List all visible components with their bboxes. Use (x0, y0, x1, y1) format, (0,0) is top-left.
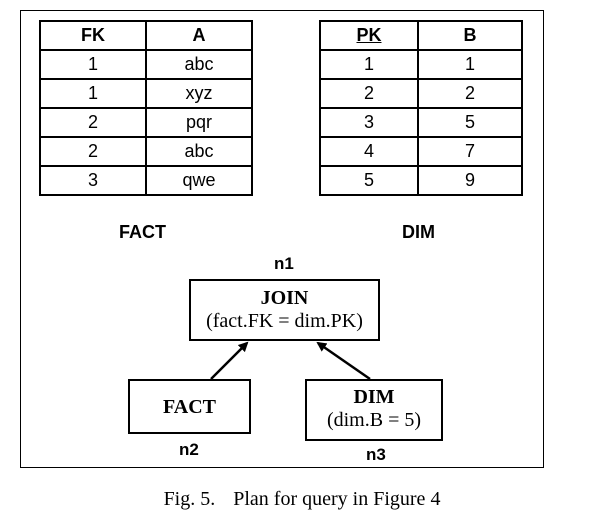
dim-cell-pk: 3 (319, 107, 419, 138)
fact-cell-a: abc (145, 49, 253, 80)
dim-cell-b: 7 (417, 136, 523, 167)
dim-cell-b: 9 (417, 165, 523, 196)
dim-table-name: DIM (402, 222, 435, 242)
join-node-title: JOIN (260, 287, 309, 309)
fact-cell-a: qwe (145, 165, 253, 196)
edge-n2-n1 (210, 341, 249, 380)
dim-col-b: B (417, 20, 523, 51)
dim-node: DIM (dim.B = 5) (305, 379, 443, 441)
fact-col-a: A (145, 20, 253, 51)
dim-table-header: PK B (319, 20, 523, 51)
join-node-condition: (fact.FK = dim.PK) (206, 310, 363, 332)
caption-prefix: Fig. 5. (163, 488, 216, 510)
fact-cell-a: xyz (145, 78, 253, 109)
fact-cell-a: abc (145, 136, 253, 167)
dim-cell-b: 5 (417, 107, 523, 138)
fact-cell-fk: 1 (39, 78, 147, 109)
fact-table-header: FK A (39, 20, 253, 51)
fact-cell-fk: 2 (39, 107, 147, 138)
dim-cell-pk: 5 (319, 165, 419, 196)
fact-cell-a: pqr (145, 107, 253, 138)
dim-node-condition: (dim.B = 5) (326, 409, 422, 431)
fact-cell-fk: 1 (39, 49, 147, 80)
dim-col-pk: PK (319, 20, 419, 51)
dim-cell-pk: 4 (319, 136, 419, 167)
fact-cell-fk: 3 (39, 165, 147, 196)
figure-caption: Fig. 5. Plan for query in Figure 4 (0, 488, 604, 511)
dim-cell-b: 1 (417, 49, 523, 80)
figure-frame (20, 10, 544, 468)
node-label-n2: n2 (179, 440, 199, 459)
edge-n3-n1 (316, 341, 371, 381)
dim-cell-pk: 2 (319, 78, 419, 109)
fact-node: FACT (128, 379, 251, 434)
node-label-n3: n3 (366, 445, 386, 464)
fact-node-title: FACT (163, 396, 216, 418)
fact-col-fk: FK (39, 20, 147, 51)
dim-cell-pk: 1 (319, 49, 419, 80)
dim-node-title: DIM (353, 386, 395, 408)
fact-table-name: FACT (119, 222, 166, 242)
node-label-n1: n1 (274, 254, 294, 273)
join-node: JOIN (fact.FK = dim.PK) (189, 279, 380, 341)
dim-cell-b: 2 (417, 78, 523, 109)
fact-cell-fk: 2 (39, 136, 147, 167)
caption-text: Plan for query in Figure 4 (233, 488, 441, 510)
